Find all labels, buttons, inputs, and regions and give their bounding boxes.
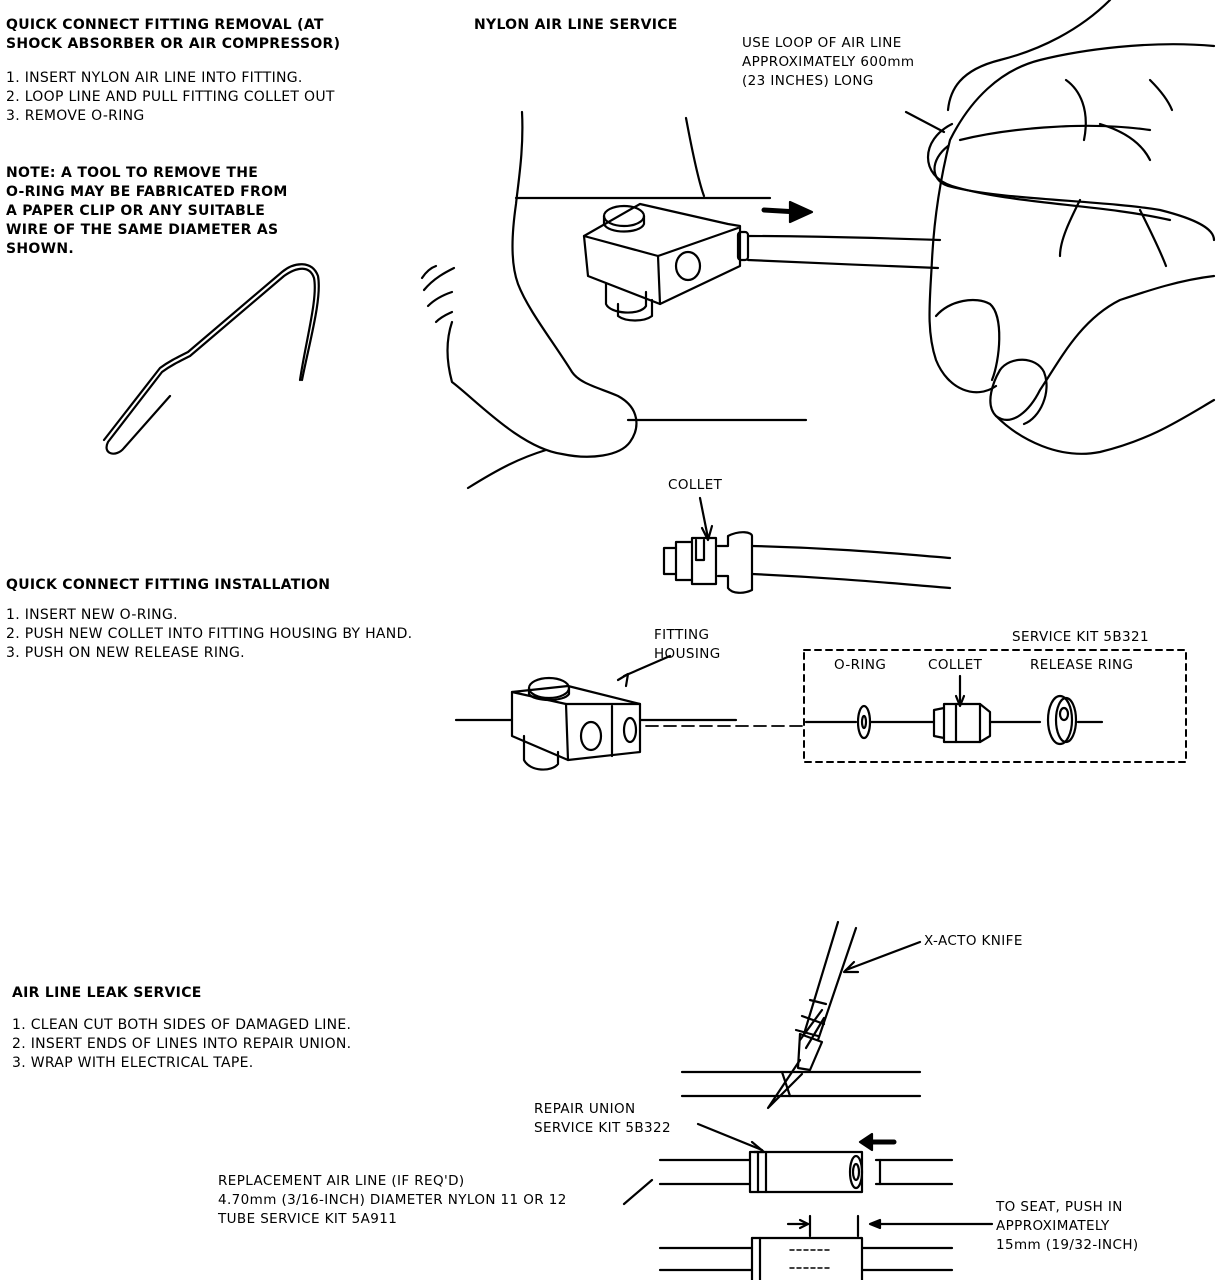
leak-step-3: 3. WRAP WITH ELECTRICAL TAPE. [12,1055,254,1071]
fitting-housing [454,654,738,771]
hand-left [420,110,808,490]
kit-parts [804,674,1104,746]
knife-label: X-ACTO KNIFE [924,933,1023,949]
loop-label-line-1: USE LOOP OF AIR LINE [742,35,902,51]
replacement-label: REPLACEMENT AIR LINE (IF REQ'D) 4.70mm (… [218,1172,567,1229]
union-label-line-2: SERVICE KIT 5B322 [534,1120,671,1136]
leak-steps: 1. CLEAN CUT BOTH SIDES OF DAMAGED LINE.… [12,1016,351,1073]
note-line-4: WIRE OF THE SAME DIAMETER AS [6,222,279,238]
seated-union [658,1214,994,1280]
paper-clip-tool [102,263,320,455]
install-step-2: 2. PUSH NEW COLLET INTO FITTING HOUSING … [6,626,413,642]
collet-label-top: COLLET [668,477,723,493]
seat-label-line-2: APPROXIMATELY [996,1218,1110,1234]
pull-arrow [761,200,814,224]
installation-steps: 1. INSERT NEW O-RING. 2. PUSH NEW COLLET… [6,606,412,663]
removal-note: NOTE: A TOOL TO REMOVE THE O-RING MAY BE… [6,164,288,259]
seat-label: TO SEAT, PUSH IN APPROXIMATELY 15mm (19/… [996,1198,1139,1255]
replacement-line-2: 4.70mm (3/16-INCH) DIAMETER NYLON 11 OR … [218,1192,567,1208]
service-kit-label: SERVICE KIT 5B321 [1012,629,1149,645]
union-label: REPAIR UNION SERVICE KIT 5B322 [534,1100,671,1138]
note-line-1: NOTE: A TOOL TO REMOVE THE [6,165,259,181]
removal-steps: 1. INSERT NYLON AIR LINE INTO FITTING. 2… [6,69,335,126]
loop-label-line-3: (23 INCHES) LONG [742,73,874,89]
removal-title-line-2: SHOCK ABSORBER OR AIR COMPRESSOR) [6,36,341,52]
replacement-line-3: TUBE SERVICE KIT 5A911 [218,1211,398,1227]
union-label-line-1: REPAIR UNION [534,1101,636,1117]
cut-line [680,1070,922,1098]
fitting-in-hand [582,202,942,322]
housing-label-line-1: FITTING [654,627,710,643]
leak-step-1: 1. CLEAN CUT BOTH SIDES OF DAMAGED LINE. [12,1017,352,1033]
install-step-3: 3. PUSH ON NEW RELEASE RING. [6,645,245,661]
collet-on-line [662,496,952,594]
removal-step-1: 1. INSERT NYLON AIR LINE INTO FITTING. [6,70,303,86]
note-line-5: SHOWN. [6,241,74,257]
removal-step-2: 2. LOOP LINE AND PULL FITTING COLLET OUT [6,89,335,105]
service-kit-box [803,649,1187,763]
seat-label-line-1: TO SEAT, PUSH IN [996,1199,1123,1215]
collet-label-kit: COLLET [928,657,983,673]
loop-label-line-2: APPROXIMATELY 600mm [742,54,915,70]
xacto-knife [766,920,922,1110]
release-ring-label: RELEASE RING [1030,657,1134,673]
note-line-3: A PAPER CLIP OR ANY SUITABLE [6,203,266,219]
nylon-title: NYLON AIR LINE SERVICE [474,17,678,33]
oring-label: O-RING [834,657,887,673]
removal-step-3: 3. REMOVE O-RING [6,108,145,124]
install-step-1: 1. INSERT NEW O-RING. [6,607,178,623]
installation-title: QUICK CONNECT FITTING INSTALLATION [6,577,331,593]
removal-title-line-1: QUICK CONNECT FITTING REMOVAL (AT [6,17,324,33]
removal-title: QUICK CONNECT FITTING REMOVAL (AT SHOCK … [6,16,340,54]
note-line-2: O-RING MAY BE FABRICATED FROM [6,184,288,200]
repair-union-assembly [622,1122,954,1206]
loop-label: USE LOOP OF AIR LINE APPROXIMATELY 600mm… [742,34,914,91]
hand-right [928,0,1216,455]
housing-label-line-2: HOUSING [654,646,721,662]
replacement-line-1: REPLACEMENT AIR LINE (IF REQ'D) [218,1173,465,1189]
leak-title: AIR LINE LEAK SERVICE [12,985,202,1001]
housing-label: FITTING HOUSING [654,626,721,664]
loop-leader [904,110,946,134]
leak-step-2: 2. INSERT ENDS OF LINES INTO REPAIR UNIO… [12,1036,352,1052]
air-line-loop [927,122,1216,242]
seat-label-line-3: 15mm (19/32-INCH) [996,1237,1139,1253]
